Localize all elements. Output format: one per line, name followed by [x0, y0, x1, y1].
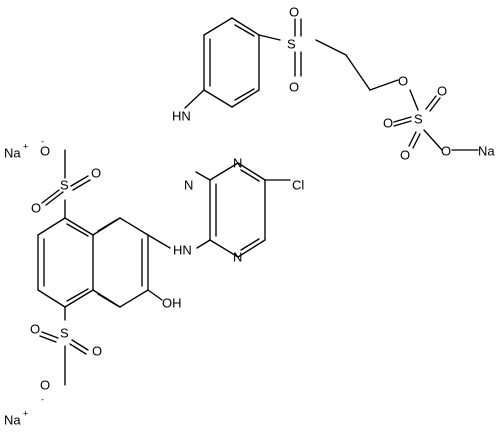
nitrogen-label: N	[233, 249, 242, 264]
sulfur-sulfonate-bottom: S	[60, 325, 69, 340]
sodium-ion-bottom: Na	[4, 412, 21, 427]
bond	[195, 171, 211, 181]
oxide-top: O	[40, 143, 50, 158]
sodium-charge-top: +	[23, 141, 28, 151]
bond	[64, 217, 94, 236]
oxygen-sodium-label: O	[441, 143, 451, 158]
bond	[119, 217, 149, 236]
sodium-ion-top: Na	[4, 145, 21, 160]
bond-double	[41, 331, 59, 339]
bond-lines	[37, 17, 479, 386]
bond-double	[393, 120, 412, 127]
sodium-charge-bottom: +	[23, 408, 28, 418]
bond-double	[71, 339, 89, 351]
sulfur-sulfate: S	[414, 111, 423, 126]
bond-double	[240, 238, 260, 251]
bond-double	[66, 223, 89, 237]
bond-double	[429, 97, 441, 112]
oxygen-label: O	[383, 115, 393, 130]
oxygen-label: O	[92, 343, 102, 358]
bond	[209, 162, 239, 181]
bond-double	[97, 293, 119, 307]
bond-double	[69, 343, 87, 355]
bond	[258, 34, 281, 41]
bond	[147, 234, 171, 249]
bond	[345, 54, 371, 91]
oxide-charge-top: -	[41, 136, 44, 146]
nitrogen-label: N	[233, 155, 242, 170]
oxygen-label: O	[91, 165, 101, 180]
bond	[231, 89, 260, 108]
bond	[203, 17, 233, 36]
oxygen-ester-label: O	[398, 73, 408, 88]
bond-double	[240, 169, 260, 182]
bond-double	[412, 133, 421, 149]
bond	[237, 239, 266, 258]
bond	[64, 289, 94, 308]
bond	[423, 129, 443, 151]
bond-double	[425, 95, 437, 110]
bond-double	[66, 288, 89, 302]
bond	[409, 89, 419, 111]
sulfur-sulfonyl: S	[287, 36, 296, 51]
bond	[237, 162, 266, 181]
bond	[369, 79, 399, 91]
sodium-sulfate-label: Na	[478, 143, 495, 158]
atom-labels: Na + Na + O - S O O S O O O - OH HN HN N…	[4, 4, 495, 427]
bond-double	[70, 175, 89, 187]
bond	[37, 217, 66, 236]
bond-double	[45, 191, 64, 206]
bond-double	[234, 88, 255, 101]
oxygen-label: O	[289, 4, 299, 19]
bond	[209, 239, 239, 258]
chlorine-label: Cl	[292, 177, 304, 192]
bond-double	[234, 24, 255, 37]
bond	[147, 289, 163, 301]
bond-double	[39, 335, 57, 343]
oxide-charge-bottom: -	[41, 394, 44, 404]
oxygen-label: O	[289, 79, 299, 94]
nitrogen-label: N	[184, 177, 193, 192]
bond-double	[41, 189, 60, 204]
amine-upper-label: HN	[172, 108, 191, 123]
bond-double	[393, 116, 412, 123]
bond	[203, 89, 233, 108]
oxygen-label: O	[437, 83, 447, 98]
hydroxyl-label: OH	[162, 295, 182, 310]
bond-double	[97, 218, 119, 232]
sulfur-sulfonate-top: S	[60, 177, 69, 192]
bond	[119, 289, 149, 308]
bond-double	[72, 179, 91, 191]
bond-double	[408, 131, 417, 147]
bond	[315, 39, 347, 56]
bond	[231, 17, 260, 36]
oxygen-label: O	[400, 147, 410, 162]
oxide-bottom: O	[40, 377, 50, 392]
bond	[184, 89, 205, 109]
oxygen-label: O	[30, 321, 40, 336]
amine-lower-label: HN	[173, 242, 192, 257]
oxygen-label: O	[31, 200, 41, 215]
bond	[196, 239, 211, 249]
bond	[37, 289, 66, 308]
